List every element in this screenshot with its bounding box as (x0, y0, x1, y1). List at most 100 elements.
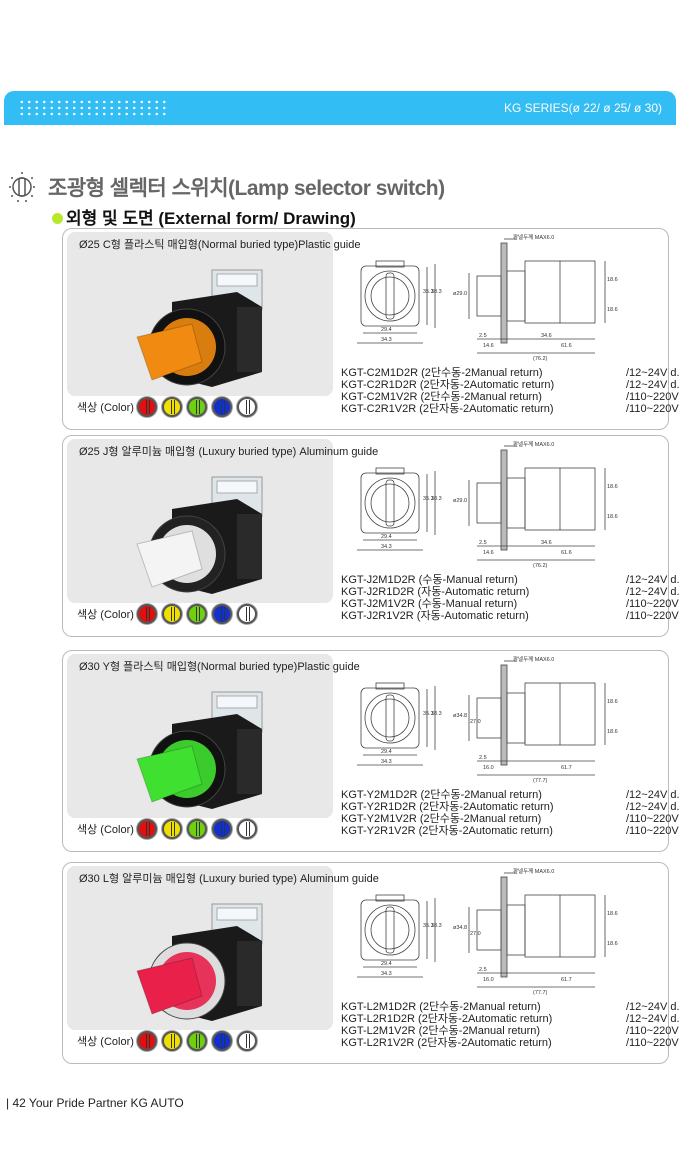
model-voltage: /110~220V a.c (626, 1025, 679, 1037)
color-label: 색상 (Color) (77, 1036, 134, 1048)
dimension-label: 29.4 (381, 327, 392, 333)
model-name: KGT-C2R1D2R (2단자동-2Automatic return) (341, 379, 555, 391)
dimension-label: 16.0 (483, 977, 494, 983)
dimension-label: 34.3 (381, 759, 392, 765)
color-swatches (137, 1031, 257, 1051)
dimension-label: 18.6 (607, 729, 618, 735)
dimension-label: 판넬두께 MAX6.0 (513, 440, 554, 448)
model-voltage: /110~220V a.c (626, 1037, 679, 1049)
color-swatch (187, 819, 207, 839)
dimension-drawing: 판넬두께 MAX6.0 29.434.3 35.138.3 ø34.827.0 … (357, 655, 618, 784)
model-list: KGT-Y2M1D2R (2단수동-2Manual return) /12~24V… (341, 789, 680, 837)
dimension-label: 38.3 (431, 496, 442, 502)
section-heading-text: 외형 및 도면 (External form/ Drawing) (66, 209, 356, 228)
model-voltage: /110~220V a.c (626, 825, 679, 837)
dimension-label: ø34.8 (453, 925, 467, 931)
color-swatch (162, 1031, 182, 1051)
color-swatch (187, 604, 207, 624)
model-voltage: /110~220V a.c (626, 813, 679, 825)
dimension-label: (77.7) (533, 778, 548, 784)
dimension-label: 35.1 (423, 496, 434, 502)
dimension-label: 29.4 (381, 749, 392, 755)
dimension-label: 16.0 (483, 765, 494, 771)
color-swatch (212, 604, 232, 624)
dimension-label: 판넬두께 MAX6.0 (513, 655, 554, 663)
product-photo: Ø30 Y형 플라스틱 매입형(Normal buried type)Plast… (67, 654, 360, 818)
dimension-label: 14.6 (483, 343, 494, 349)
color-swatches (137, 397, 257, 417)
switch-photo (136, 691, 263, 809)
color-label: 색상 (Color) (77, 824, 134, 836)
product-section: Ø30 Y형 플라스틱 매입형(Normal buried type)Plast… (62, 650, 680, 852)
color-swatch (187, 397, 207, 417)
model-row: KGT-Y2M1V2R (2단수동-2Manual return) /110~22… (341, 813, 680, 825)
color-swatch (237, 1031, 257, 1051)
product-photo: Ø25 J형 알루미늄 매입형 (Luxury buried type) Alu… (67, 439, 378, 603)
dimension-drawing: 판넬두께 MAX6.0 29.434.3 35.138.3 ø29.0 18.6… (357, 233, 618, 362)
model-name: KGT-Y2M1D2R (2단수동-2Manual return) (341, 789, 542, 801)
dimension-label: 34.6 (541, 333, 552, 339)
color-swatch (137, 819, 157, 839)
dimension-label: 38.3 (431, 923, 442, 929)
model-name: KGT-J2M1D2R (수동-Manual return) (341, 574, 518, 586)
dimension-label: 판넬두께 MAX6.0 (513, 867, 554, 875)
dimension-drawing: 판넬두께 MAX6.0 29.434.3 35.138.3 ø34.827.0 … (357, 867, 618, 996)
dimension-label: 18.6 (607, 941, 618, 947)
switch-photo (136, 476, 263, 594)
model-row: KGT-L2M1V2R (2단수동-2Manual return) /110~22… (341, 1025, 680, 1037)
dimension-label: 18.6 (607, 484, 618, 490)
model-voltage: /12~24V d.c (626, 379, 680, 391)
model-row: KGT-Y2R1D2R (2단자동-2Automatic return)/12~… (341, 801, 680, 813)
dimension-label: 2.5 (479, 755, 487, 761)
dimension-label: 35.1 (423, 711, 434, 717)
model-voltage: /12~24V d.c (626, 367, 680, 379)
model-voltage: /12~24V d.c (626, 789, 680, 801)
color-swatches (137, 819, 257, 839)
model-name: KGT-Y2M1V2R (2단수동-2Manual return) (341, 813, 542, 825)
dimension-label: (77.7) (533, 990, 548, 996)
product-caption: Ø30 L형 알루미늄 매입형 (Luxury buried type) Alu… (79, 873, 379, 885)
product-section: Ø25 C형 플라스틱 매입형(Normal buried type)Plast… (62, 228, 680, 430)
model-list: KGT-L2M1D2R (2단수동-2Manual return)/12~24V… (341, 1001, 680, 1049)
model-row: KGT-Y2R1V2R (2단자동-2Automatic return)/110… (341, 825, 680, 837)
bullet-icon (52, 213, 63, 224)
header-banner: KG SERIES(ø 22/ ø 25/ ø 30) (4, 91, 676, 125)
model-row: KGT-J2R1V2R (자동-Automatic return)/110~22… (341, 610, 680, 622)
dimension-label: 38.3 (431, 711, 442, 717)
color-swatch (137, 604, 157, 624)
dimension-label: 18.6 (607, 307, 618, 313)
dimension-label: 34.6 (541, 540, 552, 546)
selector-switch-logo-icon (9, 172, 35, 202)
dimension-label: 61.7 (561, 977, 572, 983)
dimension-label: 29.4 (381, 534, 392, 540)
model-name: KGT-C2R1V2R (2단자동-2Automatic return) (341, 403, 554, 415)
dimension-label: 61.6 (561, 550, 572, 556)
dimension-label: 2.5 (479, 540, 487, 546)
dimension-label: 29.4 (381, 961, 392, 967)
dot-pattern (18, 99, 168, 119)
model-voltage: /12~24V d.c (626, 586, 680, 598)
model-list: KGT-C2M1D2R (2단수동-2Manual return)/12~24V… (341, 367, 680, 415)
dimension-label: 61.6 (561, 343, 572, 349)
dimension-label: 35.1 (423, 923, 434, 929)
color-swatch (162, 819, 182, 839)
dimension-label: 2.5 (479, 333, 487, 339)
dimension-label: 2.5 (479, 967, 487, 973)
model-voltage: /12~24V d.c (626, 801, 680, 813)
dimension-label: 34.3 (381, 971, 392, 977)
switch-photo (136, 903, 263, 1021)
color-swatch (137, 1031, 157, 1051)
model-voltage: /12~24V d.c (626, 574, 680, 586)
dimension-label: ø29.0 (453, 291, 467, 297)
dimension-label: (76.2) (533, 356, 548, 362)
dimension-label: 38.3 (431, 289, 442, 295)
page-footer: | 42 Your Pride Partner KG AUTO (6, 1096, 184, 1110)
model-voltage: /110~220V a.c (626, 598, 679, 610)
dimension-label: 34.3 (381, 337, 392, 343)
color-swatch (137, 397, 157, 417)
model-row: KGT-J2R1D2R (자동-Automatic return)/12~24V… (341, 586, 680, 598)
dimension-label: 18.6 (607, 277, 618, 283)
color-label: 색상 (Color) (77, 402, 134, 414)
model-name: KGT-L2M1V2R (2단수동-2Manual return) (341, 1025, 541, 1037)
model-list: KGT-J2M1D2R (수동-Manual return) /12~24V d.… (341, 574, 680, 622)
